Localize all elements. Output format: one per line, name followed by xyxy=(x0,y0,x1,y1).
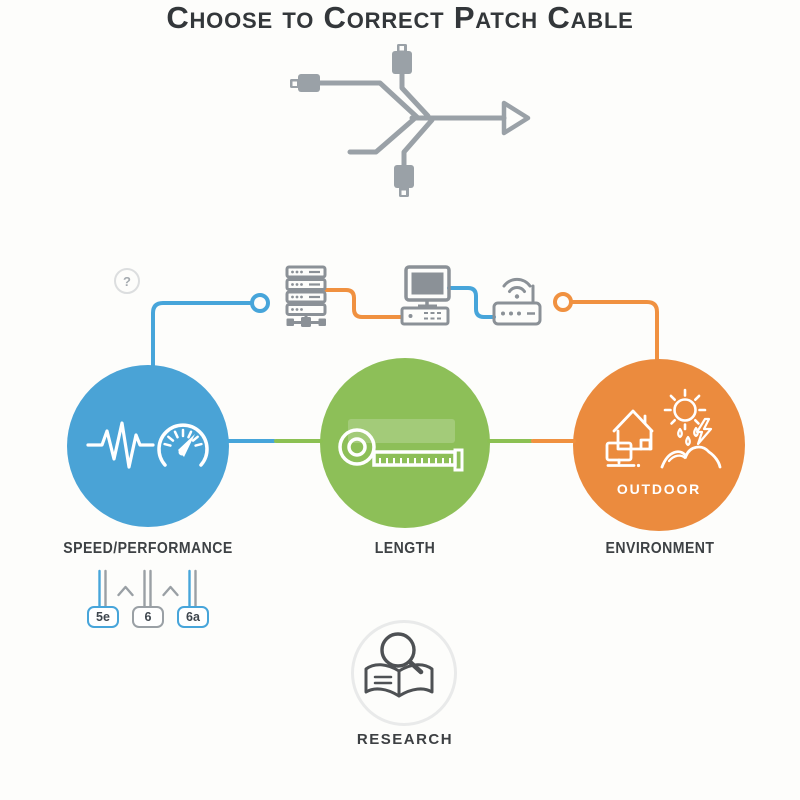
speedometer-icon xyxy=(157,423,209,467)
question-mark-label: ? xyxy=(123,273,131,289)
blue-ring-connector-icon xyxy=(250,293,270,313)
arrow-head xyxy=(501,100,531,136)
page-title: Choose to Correct Patch Cable xyxy=(166,0,634,35)
research-ring xyxy=(351,620,457,726)
bottom-cable-line xyxy=(401,117,435,169)
green-segment-line xyxy=(487,439,533,443)
book-magnifier-icon xyxy=(364,632,434,698)
orange-ring-connector-icon xyxy=(553,292,573,312)
step-circle-environment xyxy=(573,359,745,531)
cable-category-comparison xyxy=(98,569,197,610)
lower-left-cable-line xyxy=(347,116,417,155)
outdoor-badge: OUTDOOR xyxy=(616,481,702,497)
caret-up-icon xyxy=(117,585,134,597)
cable-category-label: 6 xyxy=(144,610,152,624)
speed-icons xyxy=(86,421,209,469)
wifi-router-icon xyxy=(492,277,542,326)
tape-measure-icon xyxy=(338,419,464,472)
cable-category-label: 5e xyxy=(96,610,110,624)
cable-category-6a: 6a xyxy=(177,606,209,628)
pulse-waveform-icon xyxy=(86,421,155,469)
orange-connector-line xyxy=(570,300,659,367)
server-to-computer-line xyxy=(324,288,403,319)
blue-segment-line xyxy=(226,439,276,443)
orange-segment-line xyxy=(531,439,576,443)
cable-category-6: 6 xyxy=(132,606,164,628)
step-label-environment: ENVIRONMENT xyxy=(605,540,715,557)
research-label: RESEARCH xyxy=(356,731,454,748)
caret-up-icon xyxy=(162,585,179,597)
left-cable-line xyxy=(315,80,421,121)
question-mark-icon: ? xyxy=(114,268,140,294)
sun-rain-lightning-hills-icon xyxy=(660,388,722,469)
desktop-computer-icon xyxy=(400,265,451,326)
cable-category-5e: 5e xyxy=(87,606,119,628)
green-segment-line xyxy=(274,439,323,443)
step-label-length: LENGTH xyxy=(374,540,436,557)
server-rack-icon xyxy=(285,265,327,327)
merged-cables-arrow-icon xyxy=(290,44,531,197)
step-label-speed: SPEED/PERFORMANCE xyxy=(63,540,233,557)
computer-to-router-line xyxy=(447,286,496,319)
top-cable-line xyxy=(399,71,431,119)
house-computer-icon xyxy=(605,409,654,468)
environment-icons xyxy=(605,388,722,469)
cable-plugs xyxy=(290,44,414,197)
blue-connector-line xyxy=(151,301,252,367)
cable-category-label: 6a xyxy=(186,610,200,624)
device-connection-row xyxy=(151,265,659,367)
